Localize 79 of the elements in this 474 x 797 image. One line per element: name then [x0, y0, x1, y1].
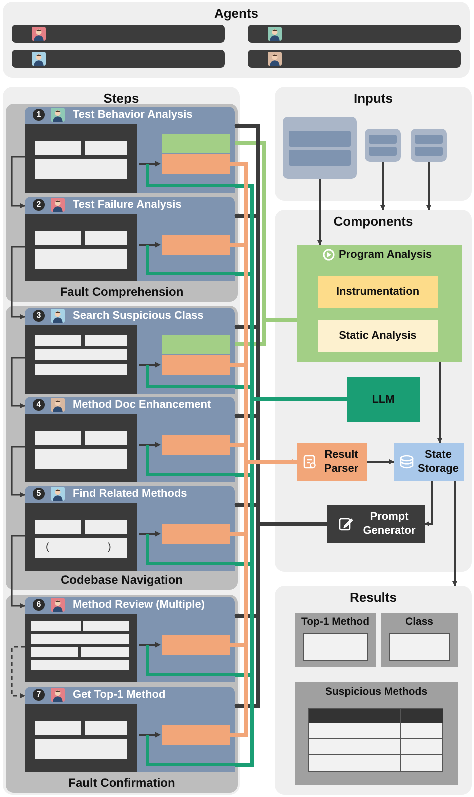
section-title: Inputs [353, 91, 394, 106]
component-label: Prompt Generator [362, 510, 417, 538]
arrow [318, 179, 322, 246]
agent-bar [248, 25, 461, 43]
step-title: Search Suspicious Class [73, 309, 204, 324]
result-box [295, 613, 376, 667]
component-box [318, 276, 438, 308]
section-panel [3, 2, 470, 78]
step-card [25, 308, 235, 394]
step-title: Test Failure Analysis [73, 198, 182, 213]
section-title: Steps [102, 91, 140, 106]
arrow [11, 535, 26, 608]
arrow [11, 246, 26, 320]
component-title: Program Analysis [339, 249, 432, 261]
agent-bar [248, 50, 461, 68]
stage-label: Codebase Navigation [60, 573, 184, 587]
stage-label: Fault Comprehension [59, 285, 185, 299]
result-title: Top-1 Method [300, 616, 371, 628]
step-card [25, 486, 235, 571]
component-label: State Storage [417, 448, 460, 476]
arrow [424, 481, 433, 526]
agent-bar [12, 25, 225, 43]
component-label: LLM [371, 394, 396, 406]
result-box [295, 682, 458, 785]
step-card [25, 397, 235, 482]
component-box [318, 320, 438, 352]
section-title: Agents [213, 6, 260, 21]
component-box [297, 245, 462, 362]
section-title: Components [332, 214, 414, 229]
arrow [11, 646, 26, 698]
step-title: Method Doc Enhancement [73, 398, 212, 413]
result-title: Suspicious Methods [324, 686, 429, 698]
result-box [381, 613, 458, 667]
stage-label: Fault Confirmation [68, 776, 176, 790]
component-box [347, 377, 420, 422]
stage-group [6, 104, 238, 302]
step-number: 4 [33, 399, 45, 411]
component-box [297, 443, 367, 481]
stage-group [6, 306, 238, 590]
component-label: Instrumentation [335, 286, 421, 298]
arrow [380, 162, 386, 210]
step-number: 2 [33, 199, 45, 211]
arrow [426, 162, 432, 210]
arrow [438, 362, 442, 444]
step-card [25, 197, 235, 281]
section-panel [3, 87, 240, 795]
component-box [327, 505, 425, 543]
arrow [367, 460, 394, 464]
component-label: Static Analysis [338, 330, 418, 342]
stage-group [6, 595, 238, 793]
bracket-text: ( [46, 542, 50, 553]
arrow [11, 156, 26, 208]
input-box [365, 129, 401, 162]
step-number: 6 [33, 599, 45, 611]
step-title: Find Related Methods [73, 487, 188, 502]
step-card [25, 107, 235, 193]
result-title: Class [404, 616, 435, 628]
section-title: Results [349, 590, 398, 605]
step-number: 1 [33, 109, 45, 121]
arrow [452, 481, 458, 586]
step-number: 3 [33, 310, 45, 322]
component-label: Result Parser [323, 448, 360, 476]
step-card [25, 597, 235, 682]
arrow [11, 446, 26, 498]
section-panel [275, 87, 472, 201]
step-number: 5 [33, 488, 45, 500]
agent-bar [12, 50, 225, 68]
section-panel [275, 586, 472, 795]
step-number: 7 [33, 689, 45, 701]
step-card [25, 687, 235, 772]
section-panel [275, 210, 472, 572]
step-title: Method Review (Multiple) [73, 598, 205, 613]
component-box [394, 443, 464, 481]
input-box [283, 117, 357, 179]
step-title: Test Behavior Analysis [73, 108, 193, 123]
bracket-text: ) [108, 542, 112, 553]
step-title: Get Top-1 Method [73, 688, 166, 703]
arrow [11, 357, 26, 408]
input-box [411, 129, 447, 162]
